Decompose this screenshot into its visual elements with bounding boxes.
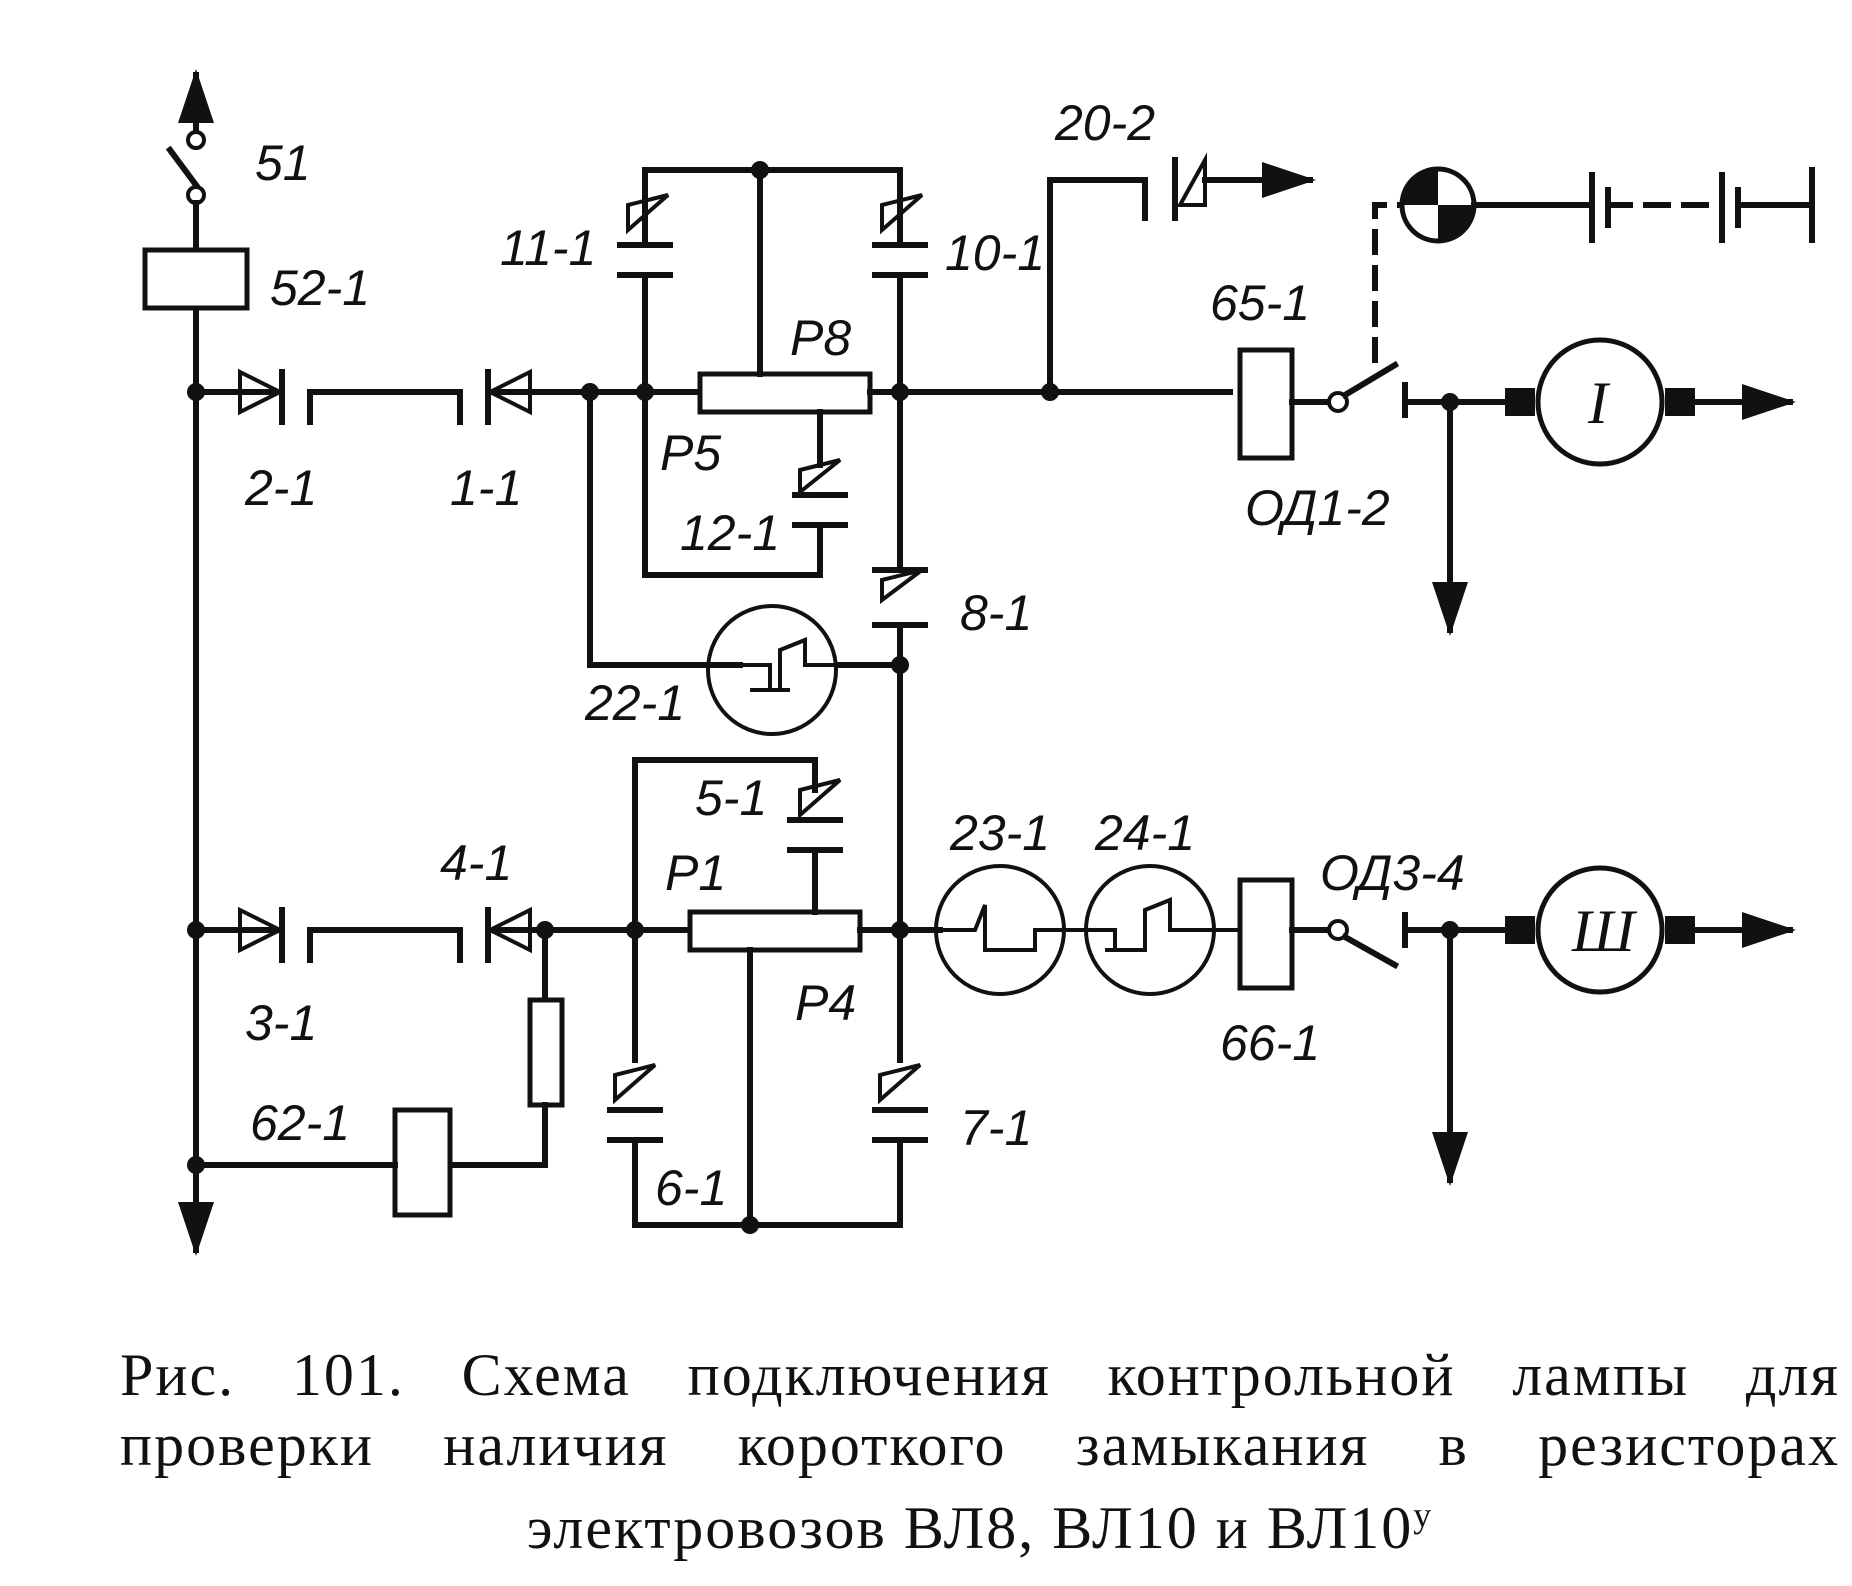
caption-superscript: у bbox=[1413, 1495, 1434, 1535]
lower-branch bbox=[193, 757, 1796, 1228]
label-6-1: 6-1 bbox=[655, 1160, 727, 1216]
caption-text: Рис. 101. Схема подключения контрольной … bbox=[120, 1342, 1840, 1561]
resistor-62 bbox=[527, 997, 565, 1108]
coil-62-1 bbox=[392, 1107, 453, 1218]
label-5-1: 5-1 bbox=[695, 770, 767, 826]
circuit-diagram: 51 52-1 2-1 1-1 11-1 10-1 Р8 Р5 12-1 20-… bbox=[142, 69, 1815, 1256]
label-65-1: 65-1 bbox=[1210, 275, 1310, 331]
coil-66-1 bbox=[1237, 877, 1295, 991]
motor-label-i: I bbox=[1587, 370, 1611, 436]
label-20-2: 20-2 bbox=[1054, 95, 1155, 151]
label-24-1: 24-1 bbox=[1094, 805, 1195, 861]
resistor-p1 bbox=[687, 909, 863, 953]
coil-52-1 bbox=[142, 247, 250, 311]
label-62-1: 62-1 bbox=[250, 1095, 350, 1151]
left-bus bbox=[165, 69, 214, 1256]
junctions bbox=[187, 161, 1459, 1234]
label-p4: Р4 bbox=[795, 975, 856, 1031]
label-p5: Р5 bbox=[660, 425, 721, 481]
label-p1: Р1 bbox=[665, 845, 726, 901]
label-od1-2: ОД1-2 bbox=[1245, 480, 1390, 536]
label-66-1: 66-1 bbox=[1220, 1015, 1320, 1071]
label-7-1: 7-1 bbox=[960, 1100, 1032, 1156]
label-12-1: 12-1 bbox=[680, 505, 780, 561]
label-3-1: 3-1 bbox=[245, 995, 317, 1051]
label-od3-4: ОД3-4 bbox=[1320, 845, 1465, 901]
component-labels: 51 52-1 2-1 1-1 11-1 10-1 Р8 Р5 12-1 20-… bbox=[244, 95, 1638, 1216]
figure-caption: Рис. 101. Схема подключения контрольной … bbox=[120, 1340, 1840, 1563]
label-10-1: 10-1 bbox=[945, 225, 1045, 281]
label-22-1: 22-1 bbox=[584, 675, 685, 731]
label-23-1: 23-1 bbox=[949, 805, 1050, 861]
label-p8: Р8 bbox=[790, 310, 851, 366]
resistor-p8 bbox=[697, 371, 873, 415]
label-11-1: 11-1 bbox=[500, 220, 596, 276]
label-51: 51 bbox=[255, 135, 311, 191]
coil-65-1 bbox=[1237, 347, 1295, 461]
label-52-1: 52-1 bbox=[270, 260, 370, 316]
label-4-1: 4-1 bbox=[440, 835, 512, 891]
motor-label-iii: Ш bbox=[1571, 898, 1638, 964]
label-2-1: 2-1 bbox=[244, 460, 317, 516]
label-8-1: 8-1 bbox=[960, 585, 1032, 641]
label-1-1: 1-1 bbox=[450, 460, 522, 516]
